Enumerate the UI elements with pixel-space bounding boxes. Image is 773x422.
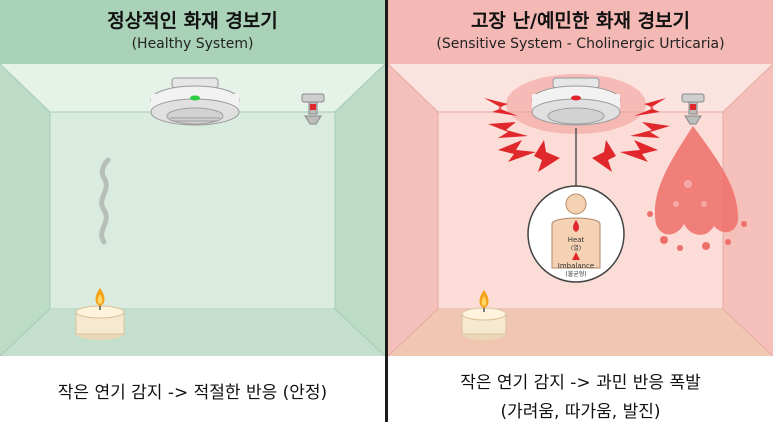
- smoke-wisp: [99, 157, 111, 245]
- left-wall: [388, 64, 438, 356]
- healthy-header: 정상적인 화재 경보기 (Healthy System): [0, 0, 385, 64]
- healthy-title: 정상적인 화재 경보기: [107, 10, 278, 32]
- heat-flame-icon: [573, 220, 579, 232]
- imbalance-label: Imbalance: [558, 262, 594, 270]
- sensitive-caption-line1: 작은 연기 감지 -> 과민 반응 폭발: [460, 373, 701, 393]
- candle-icon: [75, 288, 125, 340]
- sensitive-title: 고장 난/예민한 화재 경보기: [470, 10, 691, 32]
- sensitive-caption-line2: (가려움, 따가움, 발진): [500, 402, 661, 422]
- sensitive-panel: 고장 난/예민한 화재 경보기 (Sensitive System - Chol…: [388, 0, 773, 422]
- green-indicator-light: [190, 95, 200, 101]
- smoke-detector-icon: [150, 77, 240, 126]
- sensitive-caption-area: 작은 연기 감지 -> 과민 반응 폭발 (가려움, 따가움, 발진): [388, 356, 773, 422]
- sprinkler-icon: [301, 93, 325, 125]
- right-wall: [335, 64, 385, 356]
- healthy-panel: 정상적인 화재 경보기 (Healthy System): [0, 0, 385, 422]
- candle-icon: [461, 290, 507, 340]
- water-spray-icon: [647, 126, 747, 251]
- heat-label-kr: (열): [571, 244, 581, 252]
- right-wall: [723, 64, 773, 356]
- sensitive-subtitle: (Sensitive System - Cholinergic Urticari…: [436, 36, 725, 52]
- left-wall: [0, 64, 50, 356]
- healthy-subtitle: (Healthy System): [131, 36, 254, 52]
- torso-icon: [551, 217, 601, 269]
- healthy-caption-area: 작은 연기 감지 -> 적절한 반응 (안정): [0, 356, 385, 422]
- floor: [0, 309, 385, 356]
- warning-triangle-icon: [572, 252, 580, 260]
- center-divider: [385, 0, 388, 422]
- floor: [388, 309, 773, 356]
- sensitive-header: 고장 난/예민한 화재 경보기 (Sensitive System - Chol…: [388, 0, 773, 64]
- back-wall: [49, 111, 336, 310]
- healthy-caption: 작은 연기 감지 -> 적절한 반응 (안정): [57, 383, 328, 403]
- head-icon: [565, 193, 587, 215]
- sensitive-room-scene: Heat (열) Imbalance (불균형): [388, 64, 773, 356]
- sprinkler-icon: [681, 93, 705, 125]
- red-indicator-light: [571, 95, 581, 101]
- heat-label: Heat: [568, 236, 585, 244]
- alarm-lightning-icons: [484, 98, 670, 172]
- imbalance-label-kr: (불균형): [565, 270, 586, 278]
- smoke-detector-icon: [531, 77, 621, 126]
- healthy-room-scene: [0, 64, 385, 356]
- body-diagram: Heat (열) Imbalance (불균형): [527, 185, 625, 283]
